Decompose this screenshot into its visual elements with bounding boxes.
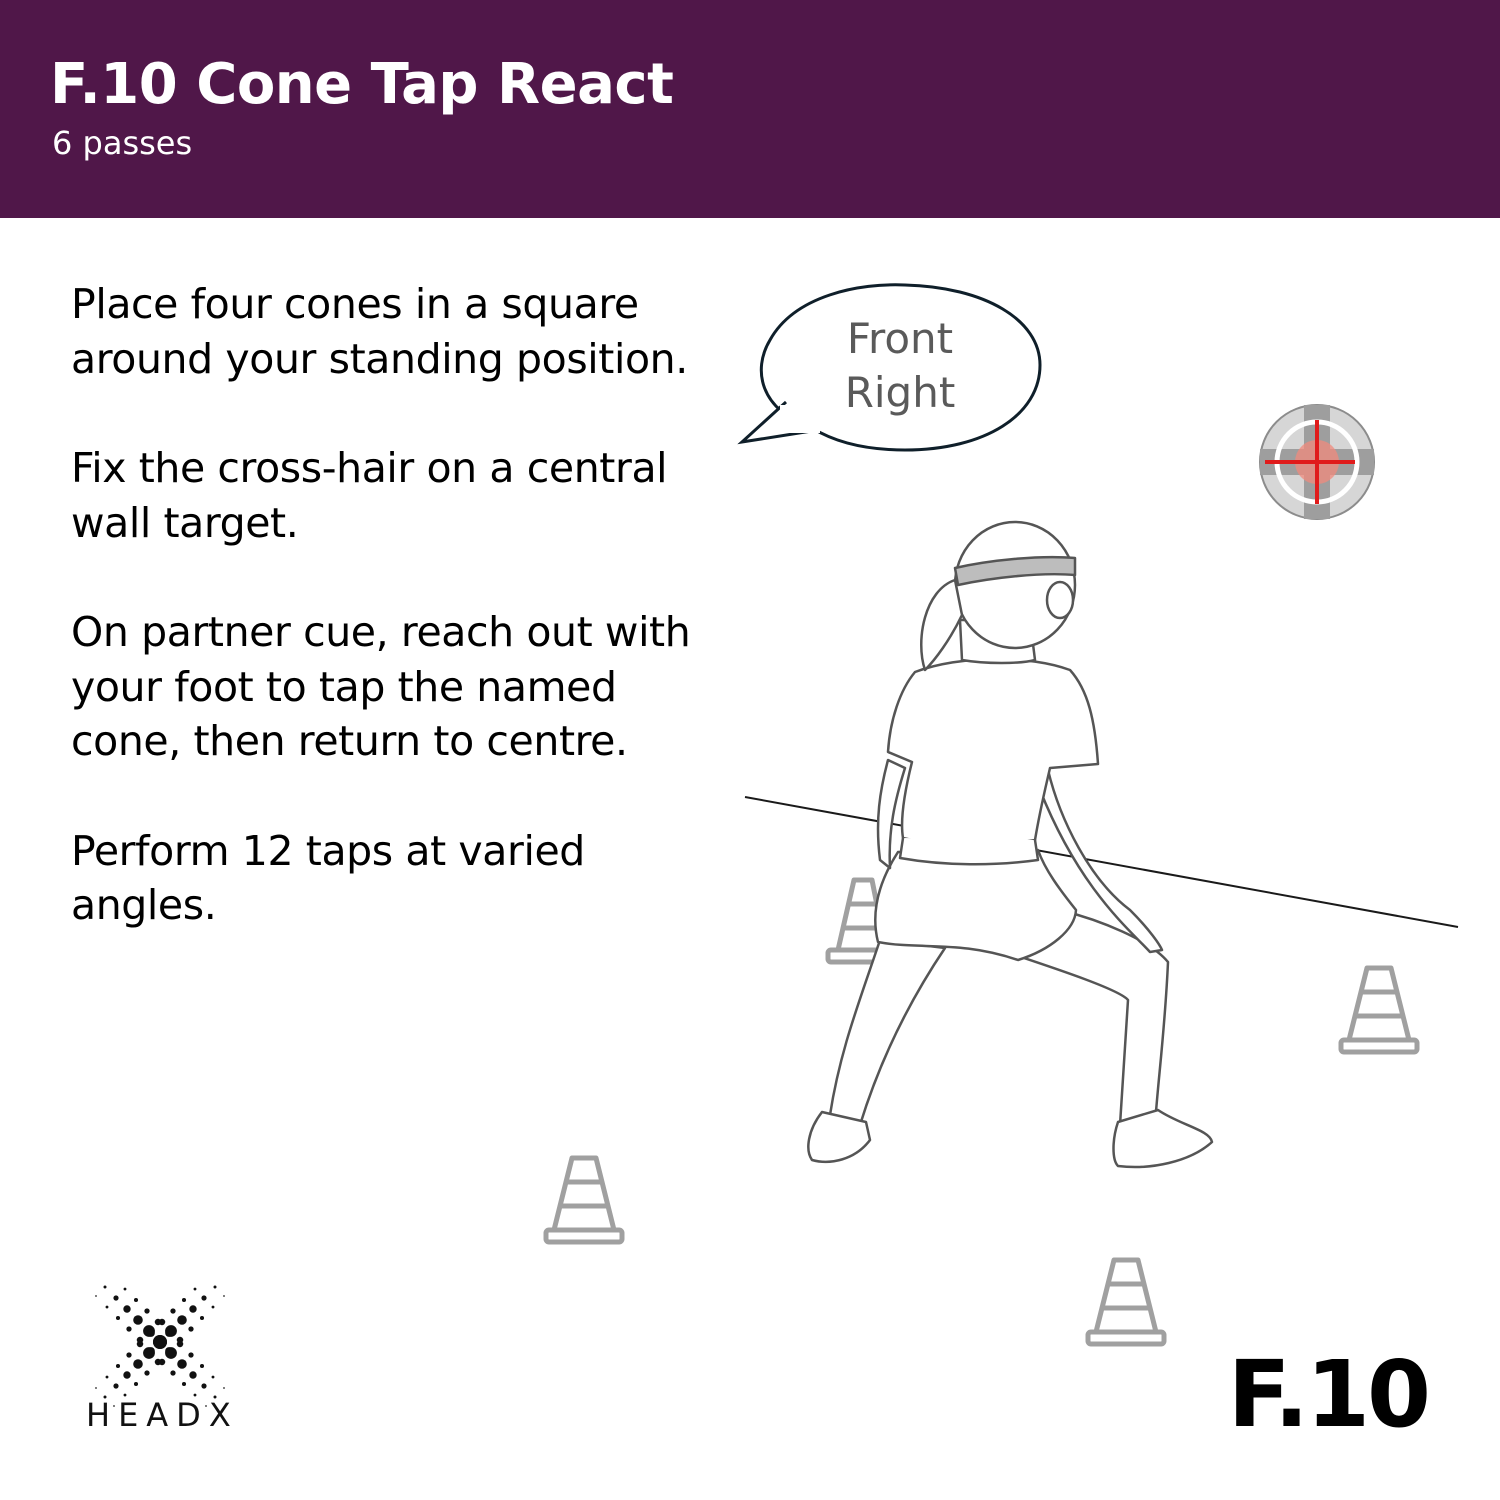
bubble-line-1: Front xyxy=(846,314,954,363)
speech-bubble-text: Front Right xyxy=(800,312,1000,420)
crosshair-target-icon xyxy=(1259,404,1375,520)
athlete-figure xyxy=(807,520,1214,1169)
header-bar: F.10 Cone Tap React 6 passes xyxy=(0,0,1500,218)
drill-code-badge: F.10 xyxy=(1227,1341,1431,1448)
traffic-cone-icon xyxy=(1085,1257,1167,1347)
page-subtitle: 6 passes xyxy=(52,124,193,162)
traffic-cone-icon xyxy=(543,1155,625,1245)
instructions-list: Place four cones in a square around your… xyxy=(71,277,731,988)
brand-wordmark: HEADX xyxy=(86,1396,239,1434)
traffic-cone-icon xyxy=(1338,965,1420,1055)
instruction-step: On partner cue, reach out with your foot… xyxy=(71,608,691,765)
brand-logo-icon xyxy=(95,1285,225,1407)
instruction-step: Fix the cross-hair on a central wall tar… xyxy=(71,444,668,547)
instruction-step: Perform 12 taps at varied angles. xyxy=(71,826,585,930)
floor-line xyxy=(744,796,1459,928)
speech-bubble xyxy=(737,283,1042,452)
bubble-line-2: Right xyxy=(844,368,956,417)
instruction-step: Place four cones in a square around your… xyxy=(71,280,688,383)
page-title: F.10 Cone Tap React xyxy=(50,52,674,117)
